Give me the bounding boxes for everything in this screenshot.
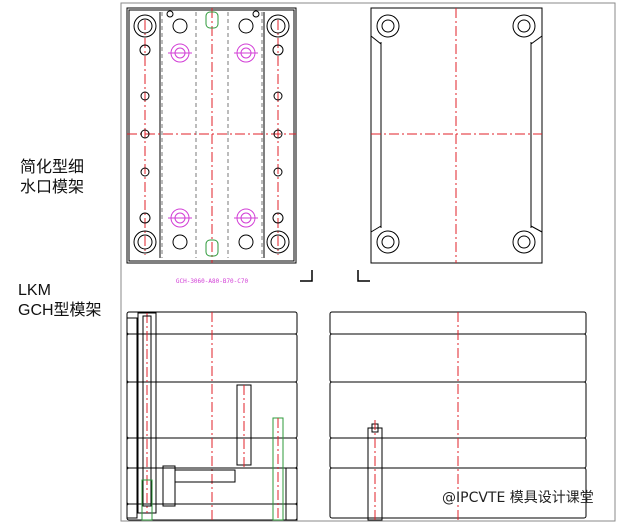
guide-pin-holes-top-left (133, 14, 290, 254)
label-simplified-line1: 简化型细 (20, 159, 85, 176)
top-right-plate-view (370, 7, 543, 264)
part-code-text: GCH-3060-A80-B70-C70 (176, 278, 249, 285)
bottom-left-section-view (126, 311, 298, 521)
label-simplified-line2: 水口模架 (20, 179, 85, 196)
label-lkm-line1: LKM (18, 282, 51, 299)
drawing-frame (120, 2, 616, 522)
bottom-right-section-view (329, 311, 587, 521)
top-left-plate-view (126, 7, 297, 264)
label-lkm-gch: LKM GCH型模架 (18, 281, 102, 321)
label-lkm-line2: GCH型模架 (18, 302, 102, 319)
magenta-holes (168, 43, 258, 228)
label-simplified-frame: 简化型细 水口模架 (20, 158, 84, 198)
section-markers (300, 270, 370, 282)
watermark: @IPCVTE 模具设计课堂 (442, 490, 594, 506)
